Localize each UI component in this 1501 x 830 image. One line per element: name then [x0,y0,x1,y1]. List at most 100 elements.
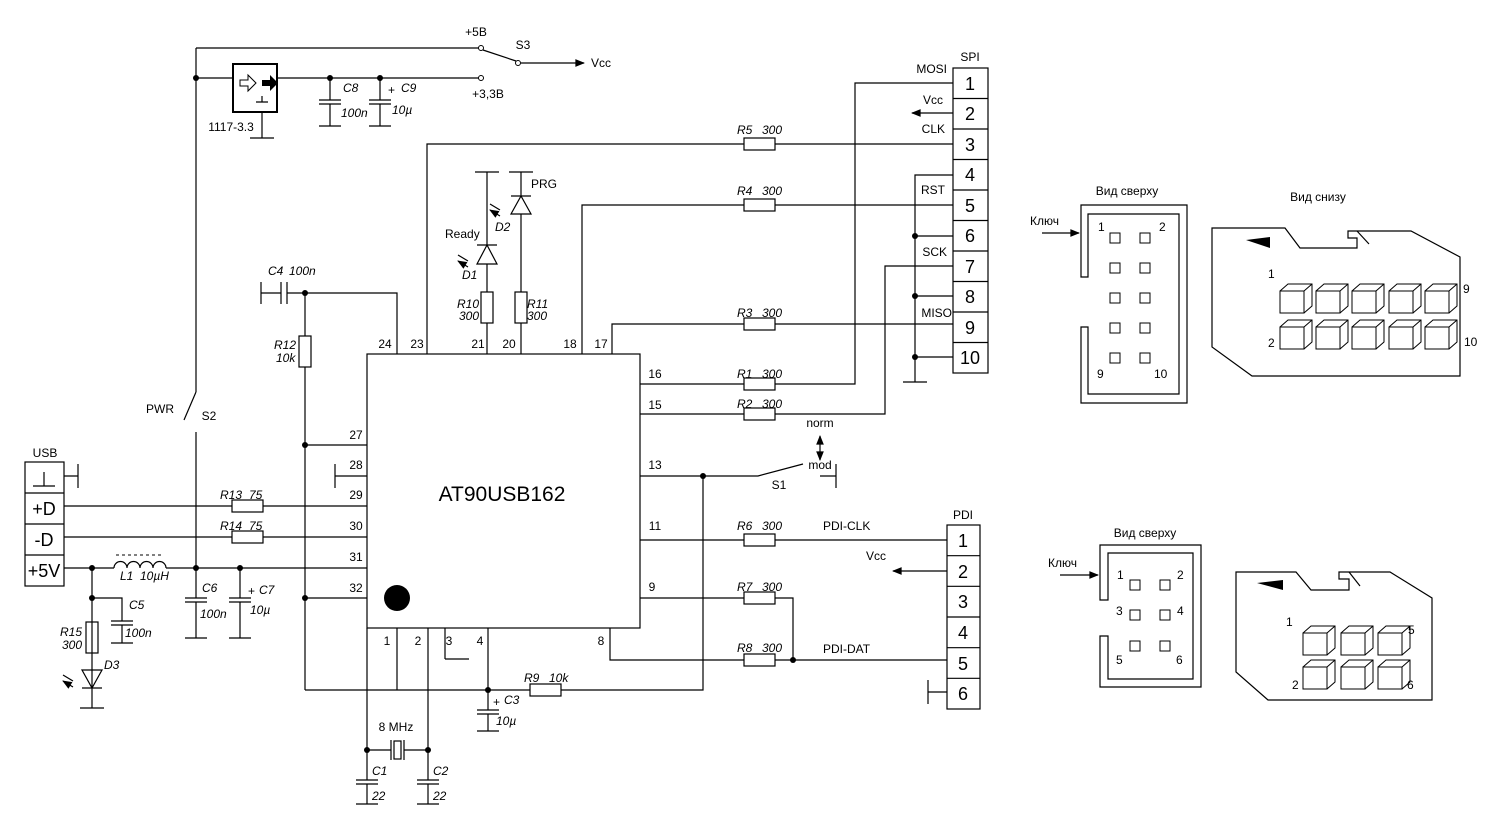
pdi-header-top-view: Вид сверху Ключ 1 2 3 4 5 6 [1048,526,1202,688]
pin-num: 2 [1159,220,1166,234]
r10-value: 300 [459,309,479,323]
d1-label: D1 [462,268,477,282]
usb-title: USB [33,446,58,460]
pin-label: 29 [349,488,363,502]
r10-name: R10 [457,297,479,311]
reset-network: C4 100n R12 10k [260,264,398,690]
c5-name: C5 [129,598,145,612]
r13-value: 75 [249,488,263,502]
pin-num: 5 [1408,623,1415,637]
pin-label: 21 [471,337,485,351]
r12-value: 10k [276,351,296,365]
crystal-label: 8 MHz [379,720,414,734]
r3-value: 300 [762,306,782,320]
r4-name: R4 [737,184,753,198]
view-top-label-pdi: Вид сверху [1114,526,1177,540]
pin-num: 2 [1268,336,1275,350]
c2-value: 22 [432,789,447,803]
r5-value: 300 [762,123,782,137]
spi-pin: 6 [965,226,975,246]
c9-value: 10µ [392,103,412,117]
l1-value: 10µH [140,569,169,583]
pin-num: 4 [1177,604,1184,618]
s1-label: S1 [772,478,787,492]
pdi-pin: 4 [958,623,968,643]
c9-name: C9 [401,81,417,95]
spi-title: SPI [960,50,979,64]
pin-num: 5 [1116,653,1123,667]
pdi-clk-label: PDI-CLK [823,519,870,533]
spi-resistors: R5 300 R4 300 R3 300 R1 300 R2 300 [737,123,782,421]
r6-value: 300 [762,519,782,533]
pin-label: 2 [415,634,422,648]
r11-name: R11 [527,297,548,311]
r5-name: R5 [737,123,753,137]
r4-value: 300 [762,184,782,198]
pin-label: 13 [648,458,662,472]
c7-value: 10µ [250,603,270,617]
pdi-pin: 3 [958,592,968,612]
power-section: 1117-3.3 C8 100n + C9 10µ +5В S3 Vcc +3,… [193,25,611,568]
pin-num: 1 [1098,220,1105,234]
pin-label: 1 [384,634,391,648]
spi-pin: 4 [965,165,975,185]
c1-name: C1 [372,764,387,778]
pdi-vcc-label: Vcc [866,549,886,563]
spi-header-bottom-view: Вид снизу 1 9 2 10 [1211,190,1478,377]
key-label-pdi: Ключ [1048,556,1077,570]
c7-name: C7 [259,583,276,597]
r3-name: R3 [737,306,753,320]
pin-label: 27 [349,428,363,442]
c6-name: C6 [202,581,218,595]
r6-name: R6 [737,519,753,533]
c3-plus: + [493,695,500,709]
mosi-label: MOSI [916,62,947,76]
r15-name: R15 [60,625,82,639]
pdi-pin: 1 [958,531,968,551]
view-top-label: Вид сверху [1096,184,1159,198]
s3-label: S3 [516,38,531,52]
pdi-pin: 5 [958,654,968,674]
pin-label: 28 [349,458,363,472]
usb-dplus: +D [32,499,56,519]
r1-name: R1 [737,367,752,381]
pin-array [1279,283,1458,350]
pin-label: 8 [598,634,605,648]
spi-header-top-view: Вид сверху Ключ 1 2 9 10 [1030,184,1188,404]
pin-num: 10 [1154,367,1168,381]
norm-label: norm [806,416,833,430]
r8-value: 300 [762,641,782,655]
r8-name: R8 [737,641,753,655]
clk-label: CLK [922,122,945,136]
c7-plus: + [248,584,255,598]
pdi-title: PDI [953,508,973,522]
pin-num: 2 [1292,678,1299,692]
l1-name: L1 [120,569,133,583]
r7-value: 300 [762,580,782,594]
c3-name: C3 [504,693,520,707]
pin-num: 9 [1463,282,1470,296]
ic-name: AT90USB162 [439,483,566,506]
pin-label: 31 [349,550,363,564]
pin-label: 17 [594,337,608,351]
d3-label: D3 [104,658,120,672]
r14-name: R14 [220,519,242,533]
pwr-switch: PWR S2 [146,391,217,423]
r11-value: 300 [527,309,547,323]
pdi-header-bottom-view: 1 5 2 6 [1235,571,1433,701]
pin-num: 2 [1177,568,1184,582]
view-bottom-label: Вид снизу [1290,190,1346,204]
spi-pin: 5 [965,196,975,216]
pdi-dat-label: PDI-DAT [823,642,871,656]
usb-connector: USB +D -D +5V R13 75 R14 75 L1 10µH C5 1… [24,446,367,709]
pdi-pin: 2 [958,562,968,582]
pin-label: 4 [477,634,484,648]
mod-label: mod [808,458,831,472]
c4-name: C4 [268,264,284,278]
pin-num: 1 [1117,568,1124,582]
v33-label: +3,3В [472,87,504,101]
clock-section: R9 10k + C3 10µ 8 MHz C1 22 C2 22 [305,473,706,805]
pin-label: 20 [502,337,516,351]
pin-num: 1 [1268,267,1275,281]
r1-value: 300 [762,367,782,381]
